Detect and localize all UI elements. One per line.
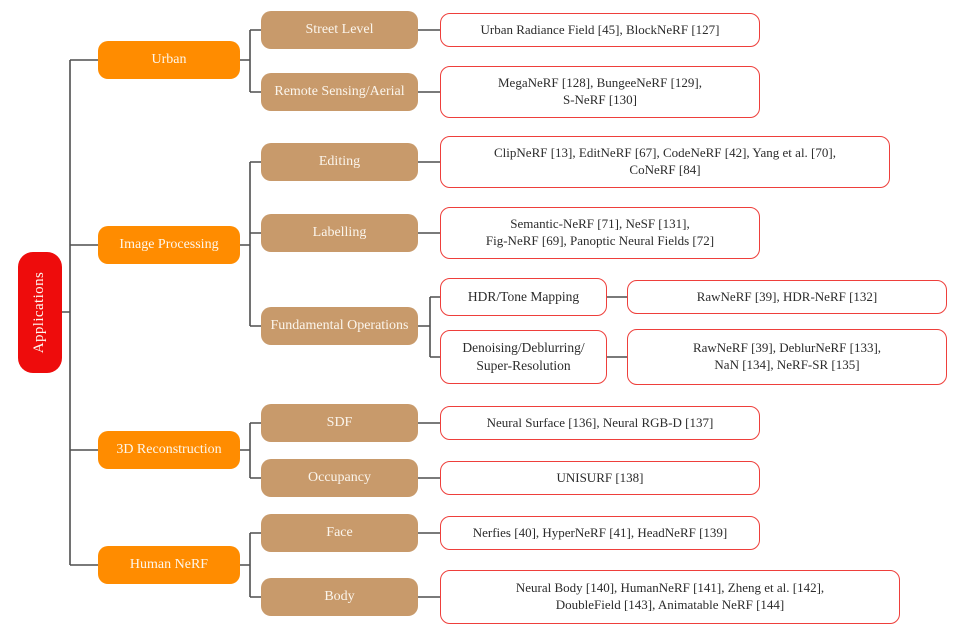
leaf-sdf-refs: Neural Surface [136], Neural RGB-D [137] xyxy=(440,406,760,440)
node-face: Face xyxy=(261,514,418,552)
node-remote-sensing-aerial: Remote Sensing/Aerial xyxy=(261,73,418,111)
node-hdr-tone-mapping: HDR/Tone Mapping xyxy=(440,278,607,316)
root-label: Applications xyxy=(31,271,48,354)
leaf-remote-sensing-refs: MegaNeRF [128], BungeeNeRF [129], S-NeRF… xyxy=(440,66,760,118)
leaf-hdr-tone-mapping-refs: RawNeRF [39], HDR-NeRF [132] xyxy=(627,280,947,314)
node-image-processing: Image Processing xyxy=(98,226,240,264)
node-sdf: SDF xyxy=(261,404,418,442)
node-human-nerf: Human NeRF xyxy=(98,546,240,584)
leaf-occupancy-refs: UNISURF [138] xyxy=(440,461,760,495)
leaf-denoising-refs: RawNeRF [39], DeblurNeRF [133], NaN [134… xyxy=(627,329,947,385)
node-applications-root: Applications xyxy=(18,252,62,373)
node-denoising-deblurring-super-resolution: Denoising/Deblurring/ Super-Resolution xyxy=(440,330,607,384)
leaf-body-refs: Neural Body [140], HumanNeRF [141], Zhen… xyxy=(440,570,900,624)
node-3d-reconstruction: 3D Reconstruction xyxy=(98,431,240,469)
leaf-street-level-refs: Urban Radiance Field [45], BlockNeRF [12… xyxy=(440,13,760,47)
node-street-level: Street Level xyxy=(261,11,418,49)
node-body: Body xyxy=(261,578,418,616)
leaf-face-refs: Nerfies [40], HyperNeRF [41], HeadNeRF [… xyxy=(440,516,760,550)
node-editing: Editing xyxy=(261,143,418,181)
node-urban: Urban xyxy=(98,41,240,79)
node-labelling: Labelling xyxy=(261,214,418,252)
leaf-editing-refs: ClipNeRF [13], EditNeRF [67], CodeNeRF [… xyxy=(440,136,890,188)
node-occupancy: Occupancy xyxy=(261,459,418,497)
node-fundamental-operations: Fundamental Operations xyxy=(261,307,418,345)
leaf-labelling-refs: Semantic-NeRF [71], NeSF [131], Fig-NeRF… xyxy=(440,207,760,259)
